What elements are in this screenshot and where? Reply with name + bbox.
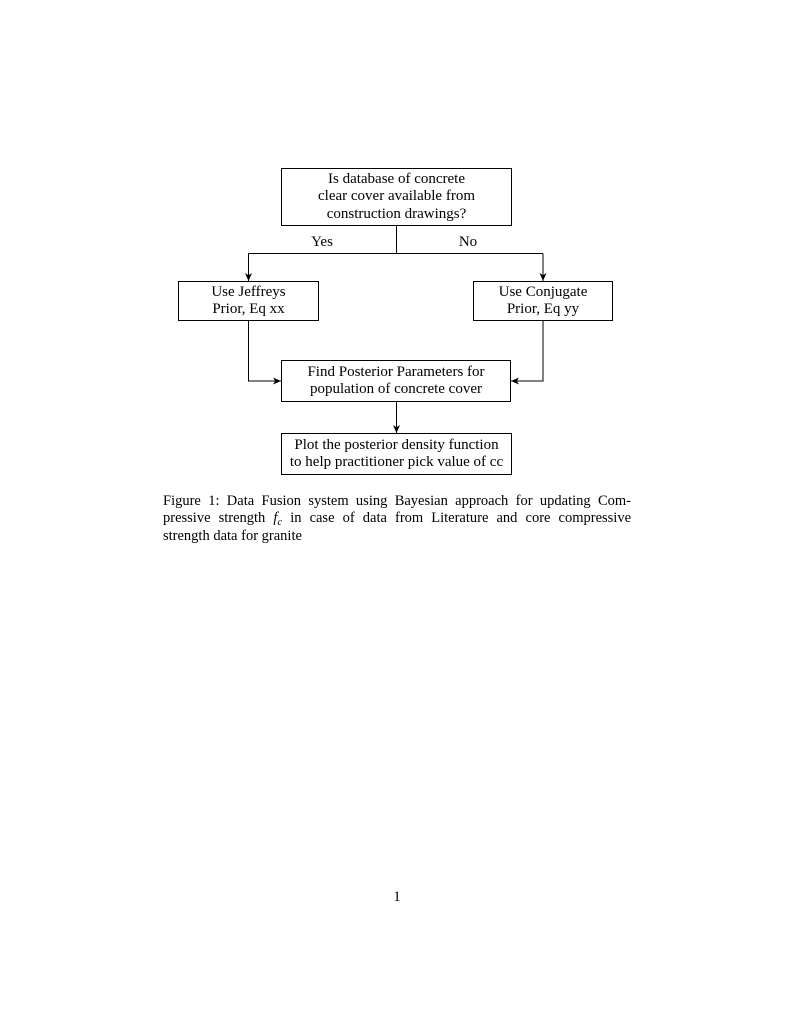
caption-text: Figure 1: Data Fusion system using Bayes…: [163, 493, 631, 509]
edge-jeffreys-to-posterior: [248, 321, 281, 385]
figure-caption-line-1: Figure 1: Data Fusion system using Bayes…: [163, 493, 631, 510]
figure-caption-line-3: strength data for granite: [163, 527, 302, 544]
page-number: 1: [393, 889, 401, 905]
math-subscript-c: c: [277, 517, 283, 529]
flowchart-node-conjugate-prior: Use Conjugate Prior, Eq yy: [473, 281, 613, 321]
edge-label-yes: Yes: [311, 234, 333, 250]
edge-conjugate-to-posterior: [511, 321, 544, 385]
figure-caption-line-2: pressive strength fc in case of data fro…: [163, 510, 632, 529]
caption-text: pressive strength: [163, 510, 266, 527]
caption-text: in case of data from Literature and core…: [290, 510, 632, 527]
math-variable-fc: f: [273, 510, 278, 527]
flowchart-node-question: Is database of concrete clear cover avai…: [281, 168, 512, 226]
flowchart-node-plot-density: Plot the posterior density function to h…: [281, 433, 512, 475]
figure-caption: Figure 1: Data Fusion system using Bayes…: [163, 493, 631, 545]
flowchart-node-jeffreys-prior: Use Jeffreys Prior, Eq xx: [178, 281, 319, 321]
edge-label-no: No: [458, 234, 478, 250]
flowchart-node-posterior-parameters: Find Posterior Parameters for population…: [281, 360, 511, 402]
